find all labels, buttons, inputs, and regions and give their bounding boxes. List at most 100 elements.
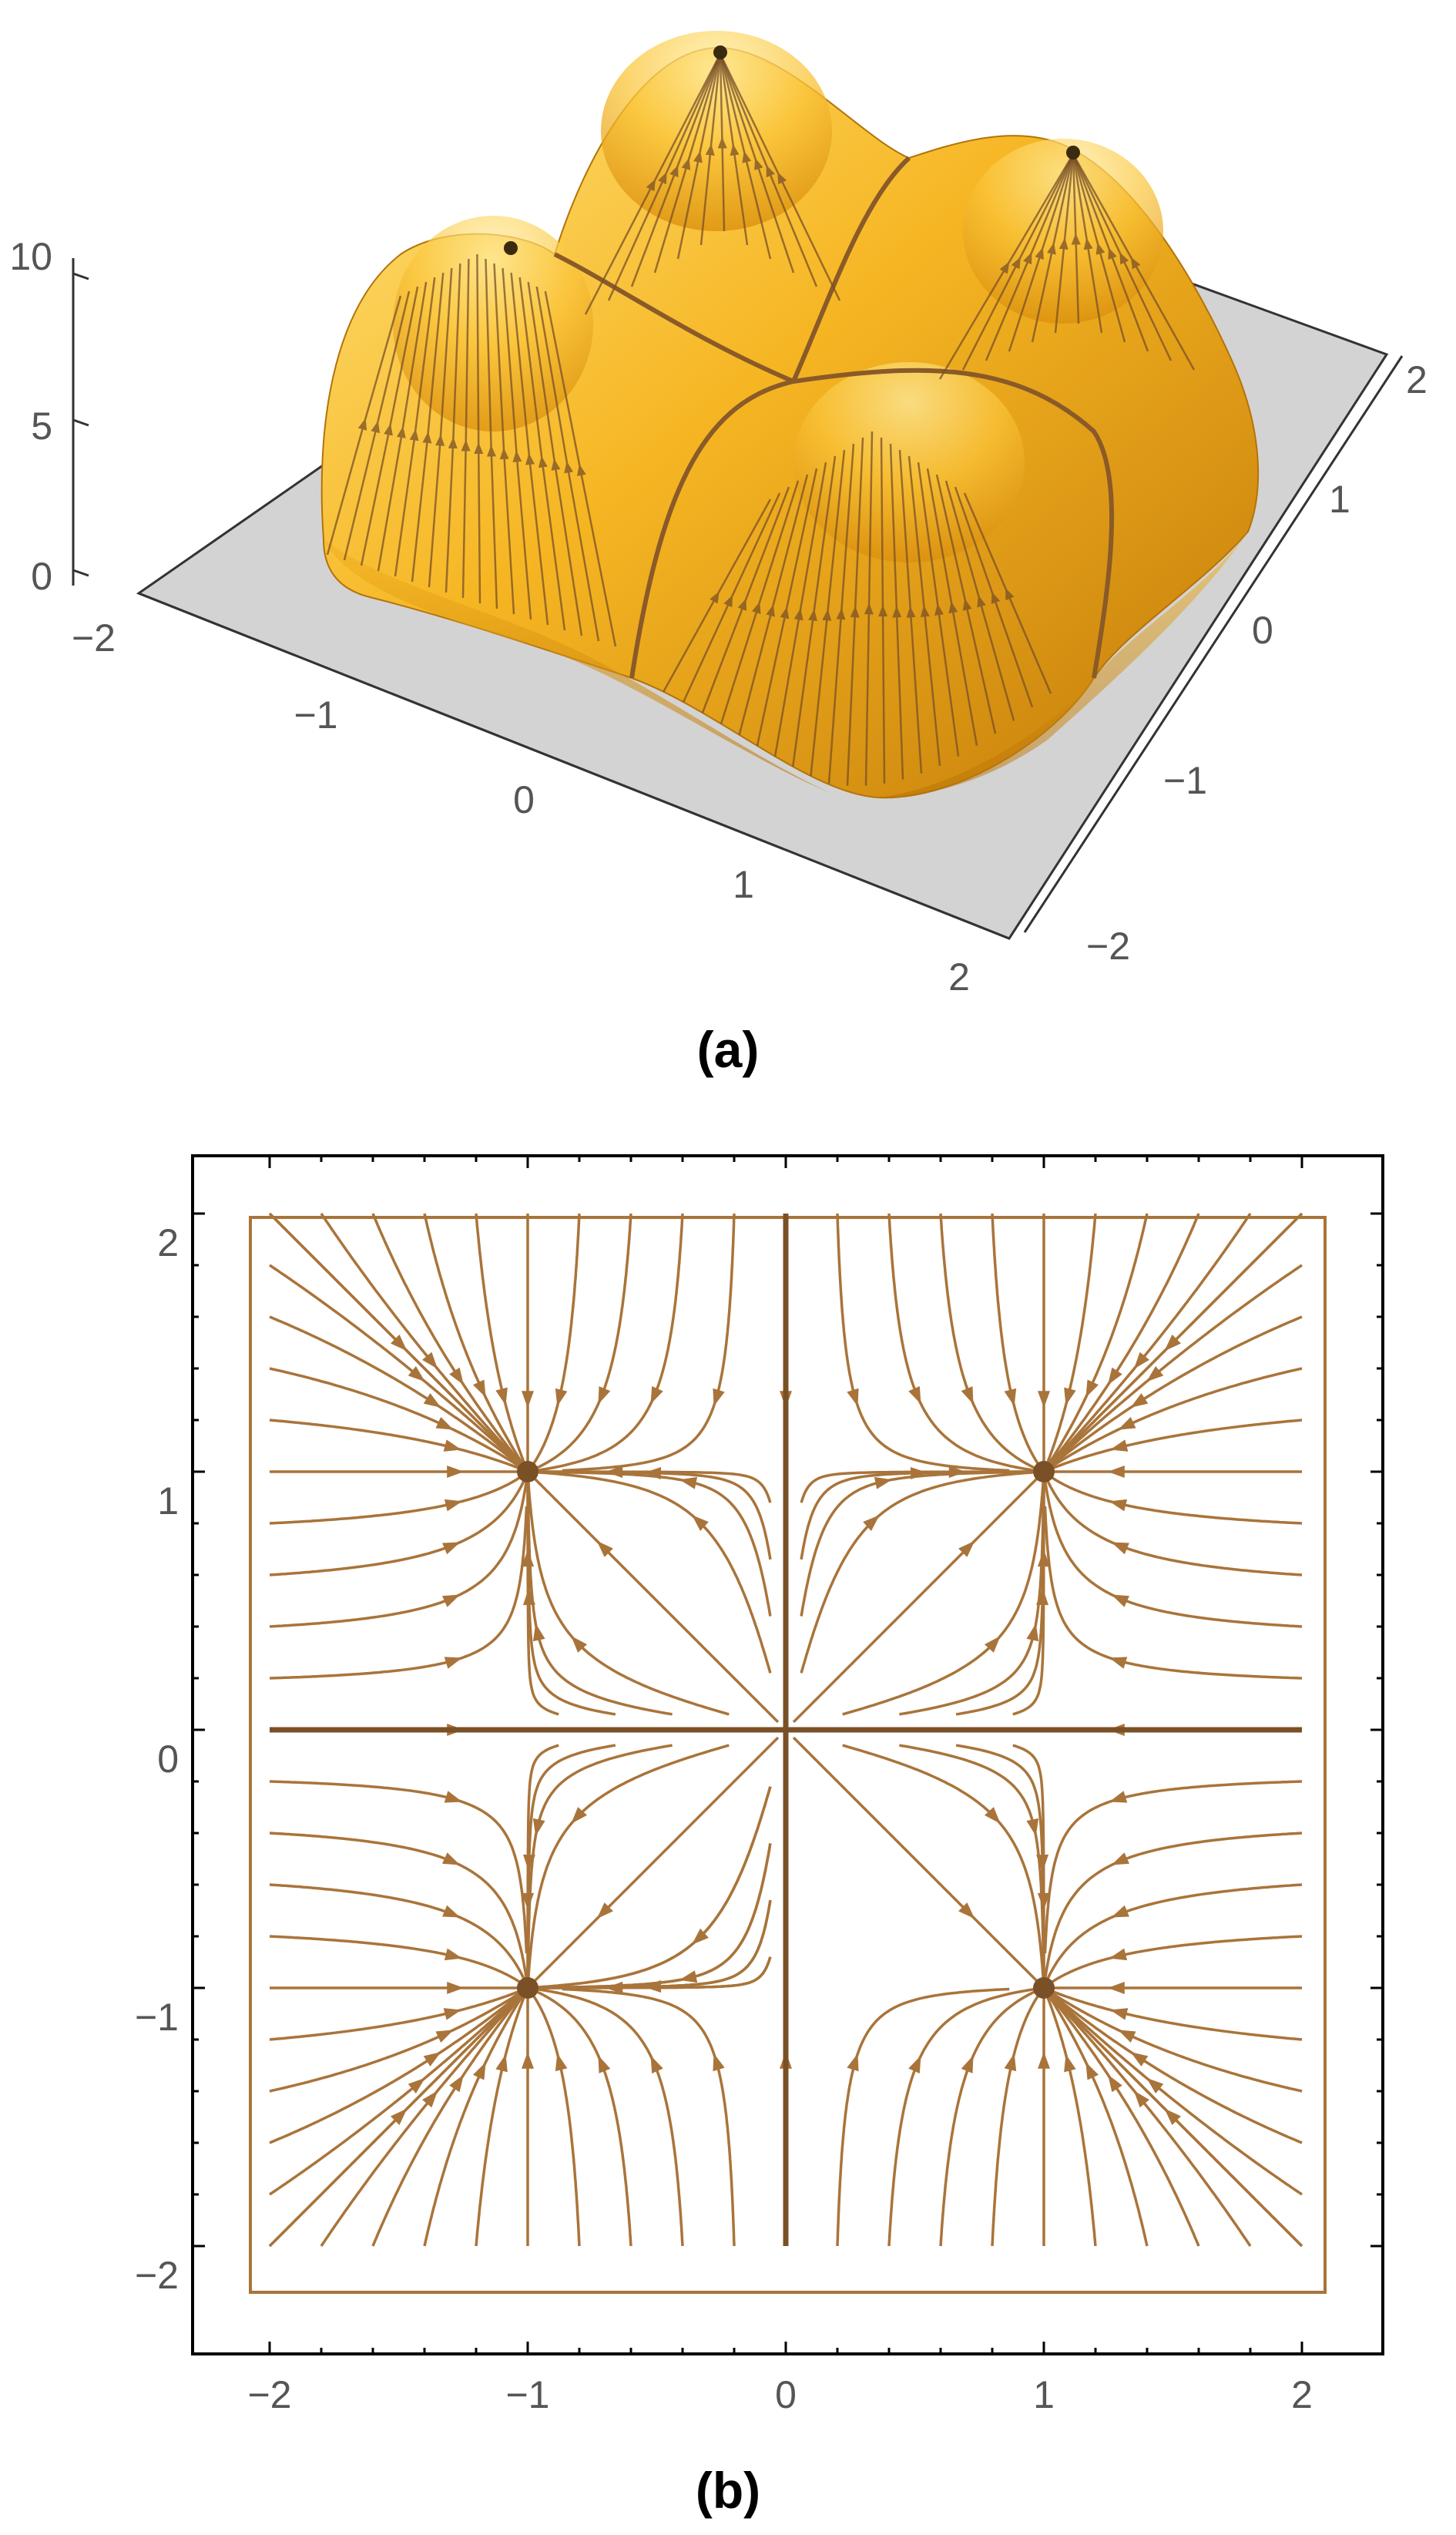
stream-arrow <box>650 2055 663 2074</box>
surface-streamline <box>864 431 874 786</box>
surface-streamline <box>394 277 436 577</box>
surface-streamlines <box>326 53 1196 786</box>
stream-arrow <box>1130 1393 1149 1408</box>
streamline <box>524 1213 581 1475</box>
streamline <box>525 1470 772 1560</box>
y-tick-1: 1 <box>1329 478 1350 521</box>
stream-arrow <box>863 1515 880 1532</box>
fixed-points <box>517 1461 1055 1999</box>
stream-arrow <box>444 1657 463 1669</box>
surface-streamline <box>935 474 997 734</box>
stream-arrow <box>679 1476 698 1489</box>
stream-arrow <box>1146 1366 1164 1382</box>
b-x-tick-0: 0 <box>775 2373 797 2416</box>
surface-streamline <box>1072 153 1196 371</box>
stream-arrow <box>442 1542 461 1555</box>
stream-arrow <box>391 1335 408 1351</box>
panel-b-stream-plot: 2 1 0 −1 −2 −2 −1 0 1 2 <box>135 1154 1384 2416</box>
stream-arrow <box>495 1387 508 1405</box>
stream-arrow <box>435 1416 454 1430</box>
stream-arrow <box>1146 2077 1164 2093</box>
surface-streamline <box>502 267 532 620</box>
surface-streamline <box>544 290 617 647</box>
stream-arrow <box>596 1902 613 1919</box>
surface-streamline <box>719 53 841 301</box>
surface-streamline <box>1072 153 1103 334</box>
b-y-tick-1: 1 <box>157 1479 179 1523</box>
valley-curve <box>793 368 1115 679</box>
streamline <box>525 1736 780 1991</box>
surface-streamline <box>716 480 800 734</box>
stream-arrow <box>1038 2051 1050 2069</box>
surface-streamline <box>954 486 1034 708</box>
stream-arrow <box>495 2054 508 2073</box>
surface-streamline <box>653 53 722 274</box>
surface-streamline <box>679 492 781 708</box>
streamline <box>955 1469 1045 1716</box>
x-tick-neg2: −2 <box>72 616 116 660</box>
stream-arrow <box>1004 2053 1017 2072</box>
stream-arrow <box>958 1540 975 1557</box>
peak-highlight <box>963 139 1163 324</box>
panel-label-b: (b) <box>696 2462 760 2519</box>
z-tick-5: 5 <box>31 405 52 448</box>
stream-arrow <box>441 1852 461 1865</box>
streamline <box>1043 1780 1303 1954</box>
streamline <box>1042 1985 1097 2247</box>
stream-arrow <box>1111 1594 1130 1607</box>
surface-streamline <box>1031 153 1075 343</box>
stream-arrow <box>1037 1550 1050 1567</box>
streamline <box>1043 1506 1303 1680</box>
stream-arrow <box>571 1807 588 1824</box>
surface-streamline <box>584 53 722 315</box>
surface-streamline <box>719 53 818 287</box>
b-y-tick-2: 2 <box>157 1221 179 1264</box>
surface-streamline <box>961 153 1075 371</box>
surface-streamline <box>753 468 818 757</box>
b-x-tick-neg1: −1 <box>505 2373 549 2416</box>
valley-curve <box>629 379 794 679</box>
streamline <box>269 1780 528 1954</box>
surface-streamline <box>445 263 461 593</box>
surface-streamline <box>963 492 1052 694</box>
streamline <box>955 1744 1045 1990</box>
z-tick-mark <box>72 569 89 577</box>
stream-arrow <box>1130 2052 1149 2067</box>
stream-arrow <box>1026 1818 1039 1837</box>
stream-arrow <box>444 1791 463 1803</box>
fixed-point <box>517 1977 538 1999</box>
b-x-tick-neg2: −2 <box>247 2373 291 2416</box>
stream-arrow <box>449 2074 464 2093</box>
surface-streamline <box>719 53 795 274</box>
stream-arrow <box>423 1393 441 1408</box>
streamline <box>1041 1935 1303 1992</box>
stream-arrow <box>1085 1379 1099 1398</box>
streamline <box>538 1786 772 1989</box>
stream-arrow <box>1109 1499 1128 1512</box>
surface-side-shade <box>324 539 832 794</box>
stream-arrow <box>1037 1892 1050 1910</box>
stream-arrow <box>408 2077 425 2093</box>
stream-arrow <box>532 1818 545 1837</box>
stream-arrow <box>1164 2108 1181 2125</box>
surface-streamline <box>790 455 837 774</box>
z-tick-10: 10 <box>9 235 52 278</box>
stream-arrow <box>1118 1416 1136 1430</box>
stream-arrow <box>532 1623 545 1642</box>
panel-a-surface-plot: 10 5 0 −2 −1 0 1 2 −2 −1 0 1 2 <box>9 31 1427 999</box>
stream-arrow <box>571 1636 588 1653</box>
streamline <box>562 1987 736 2247</box>
surface-streamline <box>607 53 722 301</box>
surface-streamline <box>1072 153 1173 361</box>
stream-arrow <box>522 2051 534 2069</box>
streamline <box>1041 1986 1303 2041</box>
surface-streamline <box>1072 153 1126 343</box>
surface-streamline <box>343 290 411 561</box>
stream-arrow <box>1038 1391 1050 1409</box>
stream-arrow <box>908 2055 921 2074</box>
stream-arrow <box>1107 1466 1125 1478</box>
stream-arrow <box>679 1970 698 1983</box>
b-y-tick-0: 0 <box>157 1738 179 1781</box>
y-axis-line <box>1023 355 1404 933</box>
stream-arrow <box>472 2062 486 2080</box>
